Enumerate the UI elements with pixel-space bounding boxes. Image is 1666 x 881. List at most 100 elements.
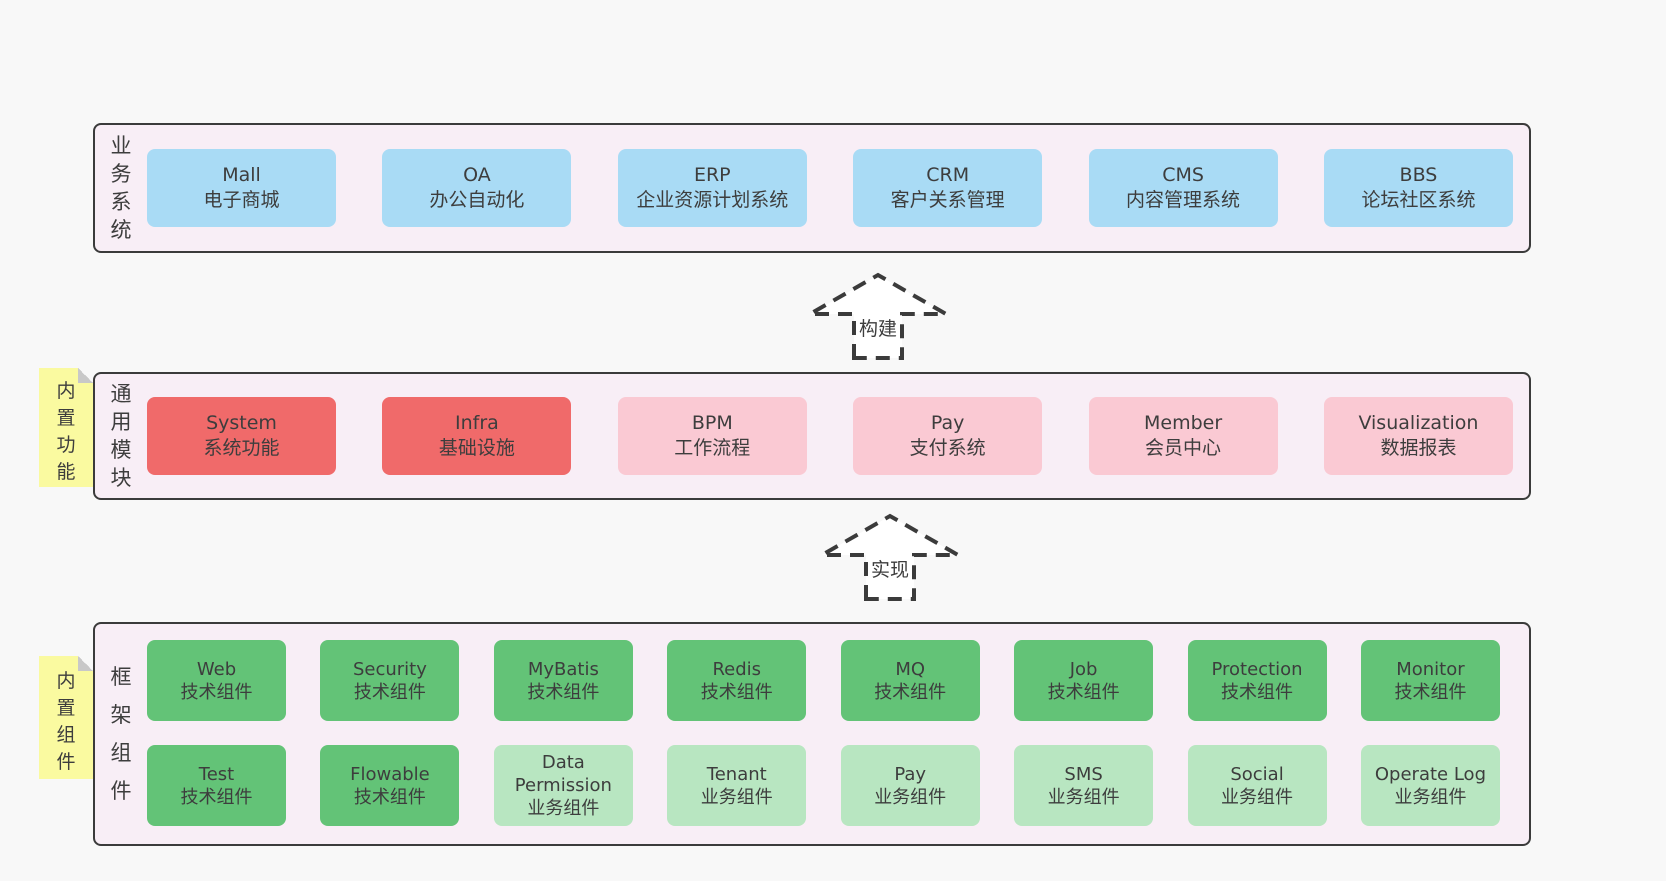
- box-pay: Pay 支付系统: [853, 397, 1043, 475]
- box-subtitle: 客户关系管理: [890, 189, 1005, 211]
- box-subtitle: 基础设施: [438, 437, 515, 459]
- box-subtitle: 技术组件: [700, 681, 773, 703]
- box-subtitle: 办公自动化: [429, 189, 525, 211]
- box-title: OA: [463, 164, 491, 186]
- box-title: Social: [1230, 763, 1284, 785]
- box-title: Data Permission: [514, 752, 612, 796]
- box-title: Web: [196, 658, 237, 680]
- built-in-features-sticky-note: 内置功能: [39, 368, 93, 487]
- box-subtitle: 支付系统: [909, 437, 986, 459]
- box-title: Flowable: [350, 763, 430, 785]
- framework-components-panel: 框架组件 Web 技术组件 Security 技术组件 MyBatis 技术组件…: [93, 622, 1531, 846]
- box-system: System 系统功能: [147, 397, 336, 475]
- box-social: Social 业务组件: [1187, 745, 1327, 826]
- box-title: Redis: [712, 658, 762, 680]
- box-title: CMS: [1162, 164, 1204, 186]
- common-modules-row: System 系统功能 Infra 基础设施 BPM 工作流程 Pay 支付系统…: [147, 374, 1513, 498]
- common-modules-panel: 通用模块 System 系统功能 Infra 基础设施 BPM 工作流程 Pay…: [93, 372, 1531, 500]
- sticky-label: 内置功能: [56, 379, 76, 483]
- box-monitor: Monitor 技术组件: [1360, 640, 1500, 721]
- box-title: Infra: [454, 412, 499, 434]
- box-title: MyBatis: [527, 658, 599, 680]
- box-data-permission: Data Permission 业务组件: [493, 745, 633, 826]
- box-subtitle: 技术组件: [1221, 681, 1294, 703]
- box-subtitle: 技术组件: [1047, 681, 1120, 703]
- box-redis: Redis 技术组件: [667, 640, 807, 721]
- implement-arrow-icon: 实现: [820, 513, 960, 601]
- business-systems-row: Mall 电子商城 OA 办公自动化 ERP 企业资源计划系统 CRM 客户关系…: [147, 125, 1513, 251]
- box-subtitle: 系统功能: [203, 437, 280, 459]
- box-subtitle: 业务组件: [1047, 786, 1120, 808]
- box-title: MQ: [895, 658, 926, 680]
- sticky-label: 内置组件: [56, 669, 76, 773]
- box-subtitle: 技术组件: [874, 681, 947, 703]
- box-security: Security 技术组件: [320, 640, 460, 721]
- box-web: Web 技术组件: [147, 640, 286, 721]
- box-subtitle: 技术组件: [1394, 681, 1467, 703]
- box-visualization: Visualization 数据报表: [1323, 397, 1513, 475]
- box-subtitle: 电子商城: [203, 189, 280, 211]
- box-flowable: Flowable 技术组件: [320, 745, 460, 826]
- box-operate-log: Operate Log 业务组件: [1360, 745, 1500, 826]
- box-subtitle: 业务组件: [874, 786, 947, 808]
- box-crm: CRM 客户关系管理: [853, 149, 1043, 227]
- implement-arrow-label: 实现: [867, 555, 913, 582]
- box-title: Monitor: [1396, 658, 1465, 680]
- box-title: CRM: [926, 164, 970, 186]
- box-pay-component: Pay 业务组件: [840, 745, 980, 826]
- box-title: Tenant: [706, 763, 767, 785]
- framework-components-row-2: Test 技术组件 Flowable 技术组件 Data Permission …: [147, 745, 1500, 826]
- box-protection: Protection 技术组件: [1187, 640, 1327, 721]
- box-title: System: [206, 412, 277, 434]
- box-infra: Infra 基础设施: [382, 397, 572, 475]
- box-title: Operate Log: [1374, 763, 1486, 785]
- box-subtitle: 技术组件: [353, 786, 426, 808]
- box-title: Visualization: [1358, 412, 1479, 434]
- box-cms: CMS 内容管理系统: [1088, 149, 1278, 227]
- box-bpm: BPM 工作流程: [617, 397, 807, 475]
- box-subtitle: 数据报表: [1380, 437, 1457, 459]
- box-mq: MQ 技术组件: [840, 640, 980, 721]
- box-mall: Mall 电子商城: [147, 149, 336, 227]
- box-subtitle: 业务组件: [1394, 786, 1467, 808]
- box-subtitle: 企业资源计划系统: [636, 189, 789, 211]
- box-member: Member 会员中心: [1088, 397, 1278, 475]
- box-title: BBS: [1399, 164, 1438, 186]
- box-subtitle: 业务组件: [527, 798, 600, 819]
- box-erp: ERP 企业资源计划系统: [617, 149, 807, 227]
- box-subtitle: 内容管理系统: [1126, 189, 1241, 211]
- common-modules-side-label: 通用模块: [110, 382, 132, 490]
- box-title: SMS: [1064, 763, 1103, 785]
- box-tenant: Tenant 业务组件: [667, 745, 807, 826]
- box-title: Test: [198, 763, 235, 785]
- box-job: Job 技术组件: [1014, 640, 1154, 721]
- framework-components-row-1: Web 技术组件 Security 技术组件 MyBatis 技术组件 Redi…: [147, 640, 1500, 721]
- box-title: Job: [1069, 658, 1098, 680]
- box-title: ERP: [693, 164, 731, 186]
- box-subtitle: 会员中心: [1145, 437, 1222, 459]
- built-in-components-sticky-note: 内置组件: [39, 656, 93, 779]
- framework-components-side-label: 框架组件: [110, 665, 132, 803]
- box-subtitle: 业务组件: [700, 786, 773, 808]
- box-title: Pay: [930, 412, 965, 434]
- box-sms: SMS 业务组件: [1014, 745, 1154, 826]
- box-subtitle: 技术组件: [527, 681, 600, 703]
- build-arrow-icon: 构建: [808, 272, 948, 360]
- box-title: Pay: [894, 763, 927, 785]
- folded-corner-icon: [78, 656, 93, 671]
- build-arrow-label: 构建: [855, 314, 901, 341]
- box-subtitle: 工作流程: [674, 437, 751, 459]
- box-subtitle: 业务组件: [1221, 786, 1294, 808]
- box-title: BPM: [691, 412, 733, 434]
- box-subtitle: 技术组件: [180, 786, 253, 808]
- business-systems-side-label: 业务系统: [110, 134, 132, 242]
- box-title: Member: [1143, 412, 1223, 434]
- box-bbs: BBS 论坛社区系统: [1323, 149, 1513, 227]
- box-mybatis: MyBatis 技术组件: [493, 640, 633, 721]
- business-systems-panel: 业务系统 Mall 电子商城 OA 办公自动化 ERP 企业资源计划系统 CRM…: [93, 123, 1531, 253]
- box-test: Test 技术组件: [147, 745, 286, 826]
- box-subtitle: 技术组件: [180, 681, 253, 703]
- box-title: Mall: [222, 164, 261, 186]
- box-subtitle: 技术组件: [353, 681, 426, 703]
